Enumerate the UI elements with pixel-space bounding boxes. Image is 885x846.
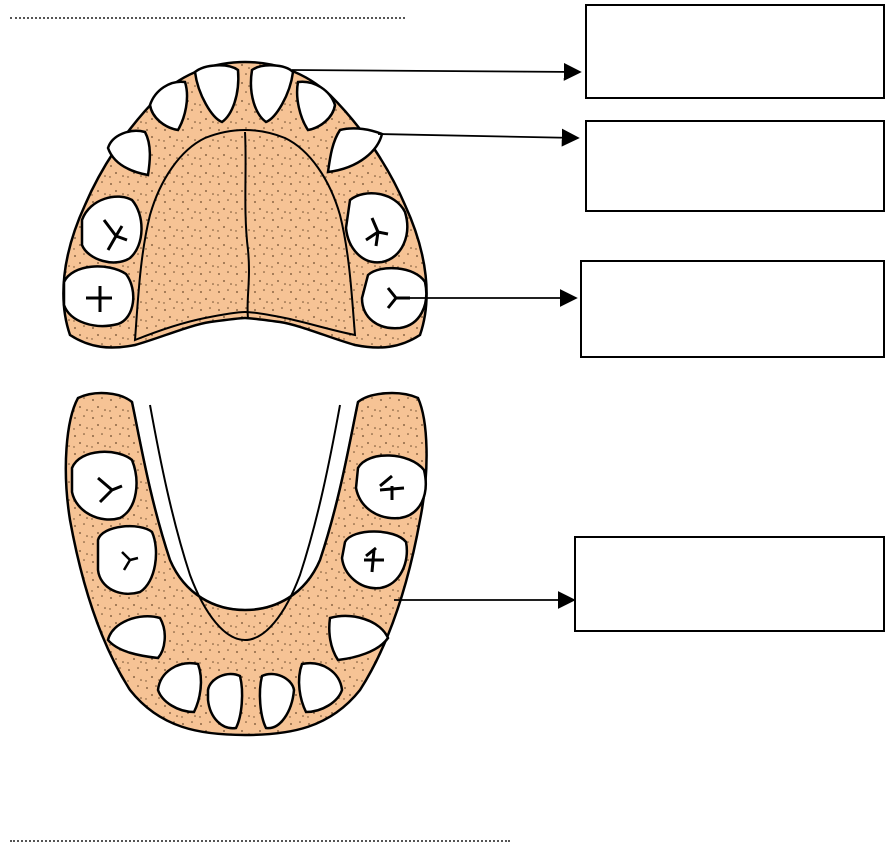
lower-molar-right-1	[356, 455, 426, 518]
lower-jaw	[66, 393, 427, 735]
label-box-1[interactable]	[585, 4, 885, 99]
upper-molar-left-2	[64, 266, 133, 326]
label-box-2[interactable]	[585, 120, 885, 212]
upper-jaw	[63, 62, 426, 348]
lower-molar-left-2	[98, 526, 156, 594]
footer-dotted-line	[10, 840, 510, 842]
label-box-3[interactable]	[580, 260, 885, 358]
arrow-to-box-2	[378, 134, 578, 138]
lower-molar-left-1	[72, 452, 136, 520]
upper-molar-left-1	[82, 197, 142, 263]
label-box-4[interactable]	[574, 536, 885, 632]
arrow-to-box-1	[292, 70, 580, 72]
upper-molar-right-1	[346, 193, 407, 262]
